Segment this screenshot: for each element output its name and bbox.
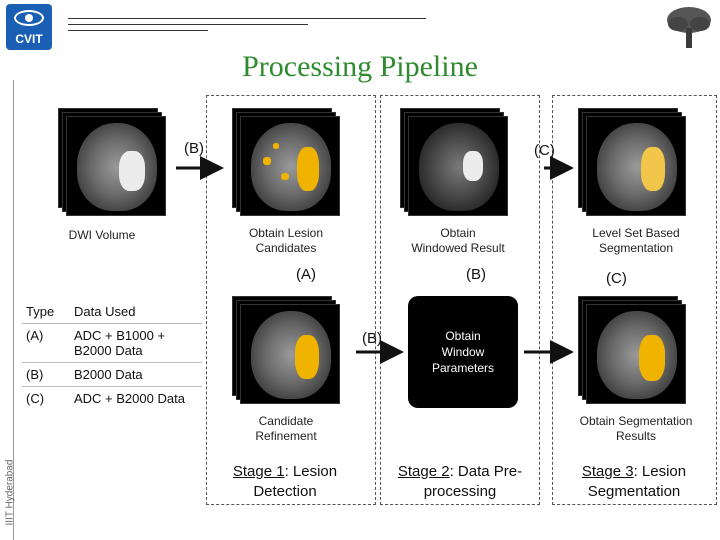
data-type-table: Type Data Used (A) ADC + B1000 + B2000 D… [22,300,202,410]
dwi-volume-label: DWI Volume [68,228,136,242]
tag-b-low: (B) [362,330,382,347]
header-rule-2 [68,24,308,25]
logo-text: CVIT [15,32,43,46]
table-row: (A) ADC + B1000 + B2000 Data [22,323,202,363]
table-cell-type: (A) [22,323,70,363]
tag-a-mid: (A) [296,266,316,283]
stage-2-box [380,95,540,505]
tag-c-mid: (C) [606,270,627,287]
page-title: Processing Pipeline [242,50,478,83]
tag-b-left: (B) [184,140,204,157]
table-cell-type: (B) [22,362,70,387]
table-row: (C) ADC + B2000 Data [22,386,202,410]
table-cell-data: B2000 Data [70,362,202,387]
eye-icon [14,10,44,26]
stage-3-box [552,95,717,505]
table-header-data: Data Used [74,304,136,319]
tree-icon [664,4,714,50]
stage-3-label: Stage 3: Lesion Segmentation [581,463,687,500]
sidebar-rule [4,80,14,540]
table-cell-data: ADC + B2000 Data [70,386,202,410]
cvit-logo: CVIT [6,4,52,50]
stage-1-label: Stage 1: Lesion Detection [232,463,338,500]
table-cell-data: ADC + B1000 + B2000 Data [70,323,202,363]
table-header-row: Type Data Used [22,300,202,324]
tag-c-top: (C) [534,142,555,159]
header-rule-3 [68,30,208,31]
header-rule-1 [68,18,426,19]
table-row: (B) B2000 Data [22,362,202,387]
stage-2-label: Stage 2: Data Pre- processing [397,463,523,500]
table-cell-type: (C) [22,386,70,410]
stage-1-box [206,95,376,505]
tag-b-mid: (B) [466,266,486,283]
table-header-type: Type [26,304,55,319]
